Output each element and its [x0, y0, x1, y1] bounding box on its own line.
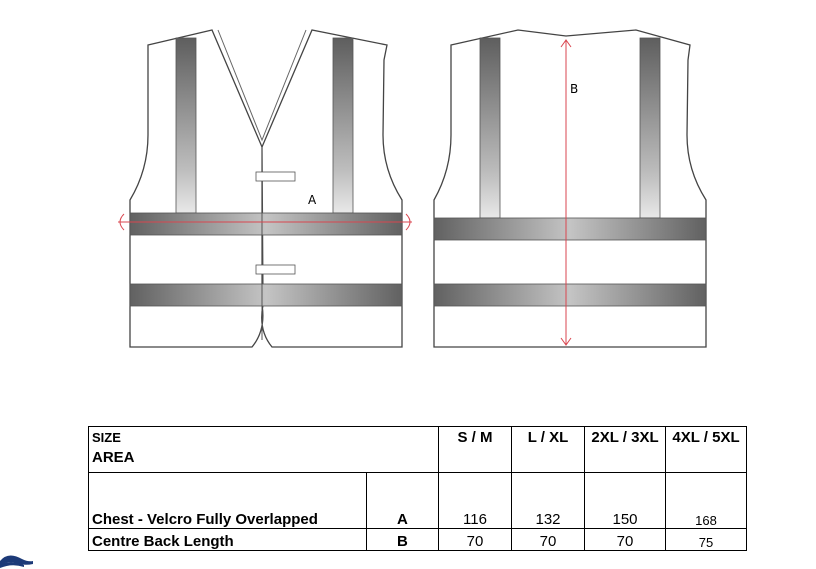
back-length-value-1: 70 [511, 528, 585, 551]
area-back-length: Centre Back Length [88, 528, 367, 551]
chest-label: A [308, 193, 317, 207]
code-back-length: B [365, 528, 440, 551]
front-vertical-stripe-left [175, 37, 197, 214]
size-col-1: L / XL [511, 426, 585, 473]
velcro-tab-upper [255, 171, 296, 182]
area-header: AREA [92, 449, 135, 466]
size-header: SIZE [92, 430, 121, 445]
back-vest: B [433, 29, 707, 348]
back-horizontal-stripe-lower [433, 283, 707, 307]
front-vertical-stripe-right [332, 37, 354, 214]
table-row: Chest - Velcro Fully Overlapped A 116 13… [88, 472, 747, 529]
size-col-3: 4XL / 5XL [665, 426, 747, 473]
size-col-0: S / M [438, 426, 512, 473]
back-length-value-3: 75 [665, 528, 747, 551]
vest-diagram: A B [118, 29, 707, 348]
front-vest: A [118, 29, 412, 348]
size-area-header: SIZE AREA [88, 426, 439, 473]
size-col-2: 2XL / 3XL [584, 426, 666, 473]
front-horizontal-stripe-upper [129, 212, 403, 236]
table-header-row: SIZE AREA S / M L / XL 2XL / 3XL 4XL / 5… [88, 426, 747, 473]
back-vertical-stripe-left [479, 37, 501, 219]
chest-value-3: 168 [665, 472, 747, 529]
back-vertical-stripe-right [639, 37, 661, 219]
brand-logo-icon [0, 555, 33, 568]
size-chart-table: SIZE AREA S / M L / XL 2XL / 3XL 4XL / 5… [88, 426, 747, 551]
back-horizontal-stripe-upper [433, 217, 707, 241]
front-horizontal-stripe-lower [129, 283, 403, 307]
back-length-value-0: 70 [438, 528, 512, 551]
chest-value-1: 132 [511, 472, 585, 529]
table-row: Centre Back Length B 70 70 70 75 [88, 528, 747, 551]
back-length-value-2: 70 [584, 528, 666, 551]
back-length-label: B [570, 82, 578, 96]
area-chest: Chest - Velcro Fully Overlapped [88, 472, 367, 529]
code-chest: A [365, 472, 440, 529]
chest-value-0: 116 [438, 472, 512, 529]
velcro-tab-lower [255, 264, 296, 275]
chest-value-2: 150 [584, 472, 666, 529]
